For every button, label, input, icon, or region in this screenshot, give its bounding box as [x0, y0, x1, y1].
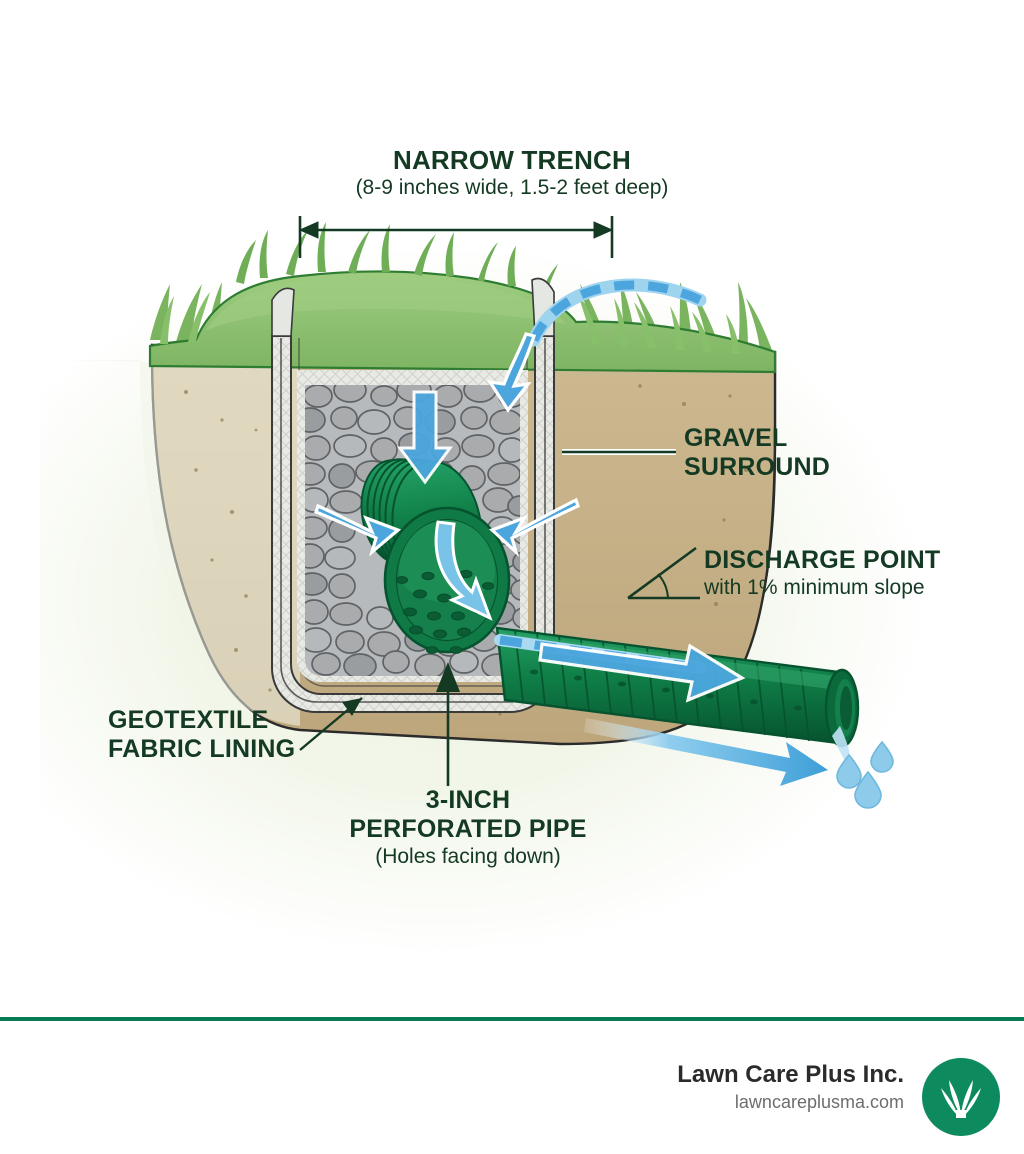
water-arrow-in-bore — [434, 520, 493, 621]
water-arrow-discharge — [538, 642, 746, 703]
company-website[interactable]: lawncareplusma.com — [734, 1092, 904, 1112]
water-arrow-into-trench — [486, 332, 537, 413]
gravel-label-line2: SURROUND — [684, 453, 831, 481]
trench-subtitle: (8-9 inches wide, 1.5-2 feet deep) — [355, 176, 669, 199]
geotextile-fabric-label: GEOTEXTILE FABRIC LINING — [108, 706, 295, 764]
footer-divider — [0, 1017, 1024, 1021]
trench-title-block: NARROW TRENCH (8-9 inches wide, 1.5-2 fe… — [0, 146, 1024, 201]
leader-pipe — [436, 662, 460, 786]
gravel-label-line1: GRAVEL — [684, 424, 788, 452]
water-arrow-down-center — [397, 390, 453, 485]
pipe-slot-marks — [530, 669, 802, 711]
water-droplets — [836, 740, 894, 809]
leader-geotextile — [299, 697, 363, 751]
geotextile-label-line2: FABRIC LINING — [108, 735, 296, 763]
discharge-label-line1: DISCHARGE POINT — [704, 546, 941, 574]
cutaway-face — [60, 360, 300, 726]
water-pour — [832, 726, 851, 768]
slope-flow-arrow — [584, 718, 828, 786]
grass-highlight — [206, 277, 566, 330]
gravel-surround-label: GRAVEL SURROUND — [684, 424, 830, 482]
fabric-flap-left — [271, 287, 295, 337]
brand-block: Lawn Care Plus Inc. lawncareplusma.com — [677, 1060, 904, 1114]
grass-blades — [236, 222, 558, 298]
water-arrow-left — [314, 503, 402, 557]
pipe-label-line2: PERFORATED PIPE — [349, 815, 587, 843]
geotextile-label-line1: GEOTEXTILE — [108, 706, 269, 734]
pipe-perforations — [396, 569, 494, 654]
pipe-label-line1: 3-INCH — [425, 786, 511, 814]
company-name: Lawn Care Plus Inc. — [677, 1061, 904, 1088]
discharge-point-label: DISCHARGE POINT with 1% minimum slope — [704, 546, 940, 601]
discharge-label-line2: with 1% minimum slope — [704, 576, 925, 599]
slope-angle-icon — [627, 546, 700, 600]
perforated-pipe-label: 3-INCH PERFORATED PIPE (Holes facing dow… — [268, 786, 668, 870]
company-logo — [922, 1058, 1000, 1136]
grass-blades-icon — [941, 1080, 981, 1118]
trench-title: NARROW TRENCH — [392, 145, 632, 175]
water-flow-dashed-top — [527, 278, 707, 347]
footer: Lawn Care Plus Inc. lawncareplusma.com — [0, 1040, 1024, 1154]
grass-blades-lower — [160, 292, 740, 354]
pipe-label-line3: (Holes facing down) — [375, 845, 561, 868]
water-arrow-right — [488, 497, 580, 558]
dimension-arrow — [298, 216, 614, 258]
